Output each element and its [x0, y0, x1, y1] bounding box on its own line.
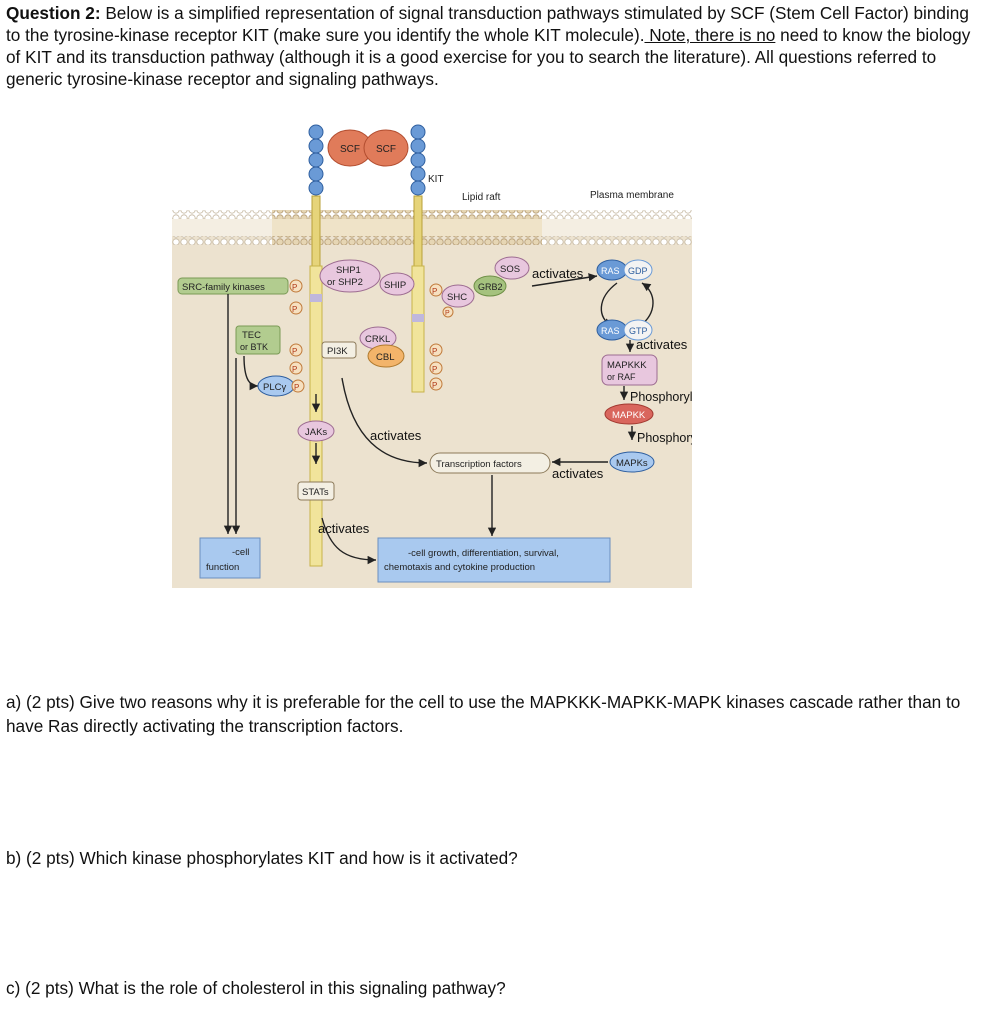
gtp-label: GTP: [629, 326, 648, 336]
p-label: P: [292, 347, 297, 356]
kit-receptor-right: [410, 124, 426, 393]
p-label: P: [432, 347, 437, 356]
lipid-raft-lower: [272, 236, 542, 245]
phosphorylates-annotation: Phosphorylates: [637, 431, 692, 445]
kit-label: KIT: [428, 174, 444, 185]
ship-box: [379, 272, 415, 296]
grb2-label: GRB2: [478, 282, 503, 292]
cbl-label: CBL: [376, 352, 394, 363]
note-text: Note, there is no: [644, 25, 776, 45]
mapks-label: MAPKs: [616, 458, 648, 469]
jaks-box: [297, 420, 335, 442]
p-label: P: [432, 287, 437, 296]
p-label: P: [292, 283, 297, 292]
outcome-line-2: chemotaxis and cytokine production: [384, 562, 535, 573]
crkl-label: CRKL: [365, 334, 390, 345]
question-part-c: c) (2 pts) What is the role of cholester…: [6, 978, 506, 998]
src-family-kinases-label: SRC-family kinases: [182, 282, 265, 293]
pi3k-box: [321, 341, 357, 359]
outcome-box: [377, 537, 611, 583]
question-part-b: b) (2 pts) Which kinase phosphorylates K…: [6, 848, 518, 868]
intro-text-2: need to know the biology of KIT and its …: [6, 25, 971, 89]
cell-function-line-1: -cell: [232, 547, 249, 558]
or-btk-label: or BTK: [240, 342, 268, 352]
ship-label: SHIP: [384, 280, 406, 291]
activates-annotation: activates: [552, 466, 604, 481]
tec-label: TEC: [242, 330, 261, 341]
question-label: Question 2:: [6, 3, 101, 23]
mapkkk-label: MAPKKK: [607, 360, 647, 371]
stats-label: STATs: [302, 487, 329, 498]
gdp-box: [623, 259, 653, 281]
pi3k-label: PI3K: [327, 346, 348, 357]
p-label: P: [292, 365, 297, 374]
lipid-raft-label: Lipid raft: [462, 192, 501, 203]
shc-label: SHC: [447, 292, 467, 303]
mapkkk-box: [601, 354, 658, 386]
question-intro: Question 2: Below is a simplified repres…: [6, 2, 981, 90]
mapkk-label: MAPKK: [612, 410, 646, 421]
or-shp2-label: or SHP2: [327, 277, 363, 288]
src-family-kinases-box: [177, 277, 289, 295]
scf-ligand-right: [363, 129, 409, 167]
scf-label-right: SCF: [376, 144, 396, 155]
gdp-label: GDP: [628, 266, 648, 276]
p-label: P: [294, 383, 299, 392]
lipid-raft-upper: [272, 210, 542, 219]
cell-function-line-2: function: [206, 562, 239, 573]
jaks-label: JAKs: [305, 427, 327, 438]
intro-text: Below is a simplified representation of …: [6, 3, 969, 45]
sos-box: [494, 256, 530, 280]
activates-annotation: activates: [532, 266, 584, 281]
shp1-label: SHP1: [336, 265, 361, 276]
p-label: P: [432, 381, 437, 390]
ras-gtp-ras-label: RAS: [601, 326, 620, 336]
sos-label: SOS: [500, 264, 520, 275]
cbl-box: [367, 344, 405, 368]
p-label: P: [292, 305, 297, 314]
p-label: P: [445, 310, 450, 317]
signaling-diagram: SCF SCF KIT Lipid raft Plasma membrane S…: [172, 124, 692, 588]
cell-function-box: [199, 537, 261, 579]
plasma-membrane-label: Plasma membrane: [590, 190, 674, 201]
scf-label-left: SCF: [340, 144, 360, 155]
shp-box: [319, 259, 381, 293]
grb2-box: [473, 275, 507, 297]
transcription-factors-box: [429, 452, 551, 474]
gtp-box: [623, 319, 653, 341]
lipid-raft-core: [272, 219, 542, 236]
stats-box: [297, 481, 335, 501]
or-raf-label: or RAF: [607, 372, 636, 382]
ras-gdp-ras-label: RAS: [601, 266, 620, 276]
phosphorylates-annotation: Phosphorylates: [630, 390, 692, 404]
plcy-label: PLCγ: [263, 382, 286, 393]
shc-box: [441, 284, 475, 308]
activates-annotation: activates: [636, 337, 688, 352]
question-part-a: a) (2 pts) Give two reasons why it is pr…: [6, 692, 961, 736]
activates-annotation: activates: [370, 428, 422, 443]
activates-annotation: activates: [318, 521, 370, 536]
mapks-box: [609, 451, 655, 473]
transcription-factors-label: Transcription factors: [436, 459, 522, 470]
mapkk-box: [604, 403, 654, 425]
outcome-line-1: -cell growth, differentiation, survival,: [408, 548, 559, 559]
tec-box: [235, 325, 281, 355]
p-label: P: [432, 365, 437, 374]
